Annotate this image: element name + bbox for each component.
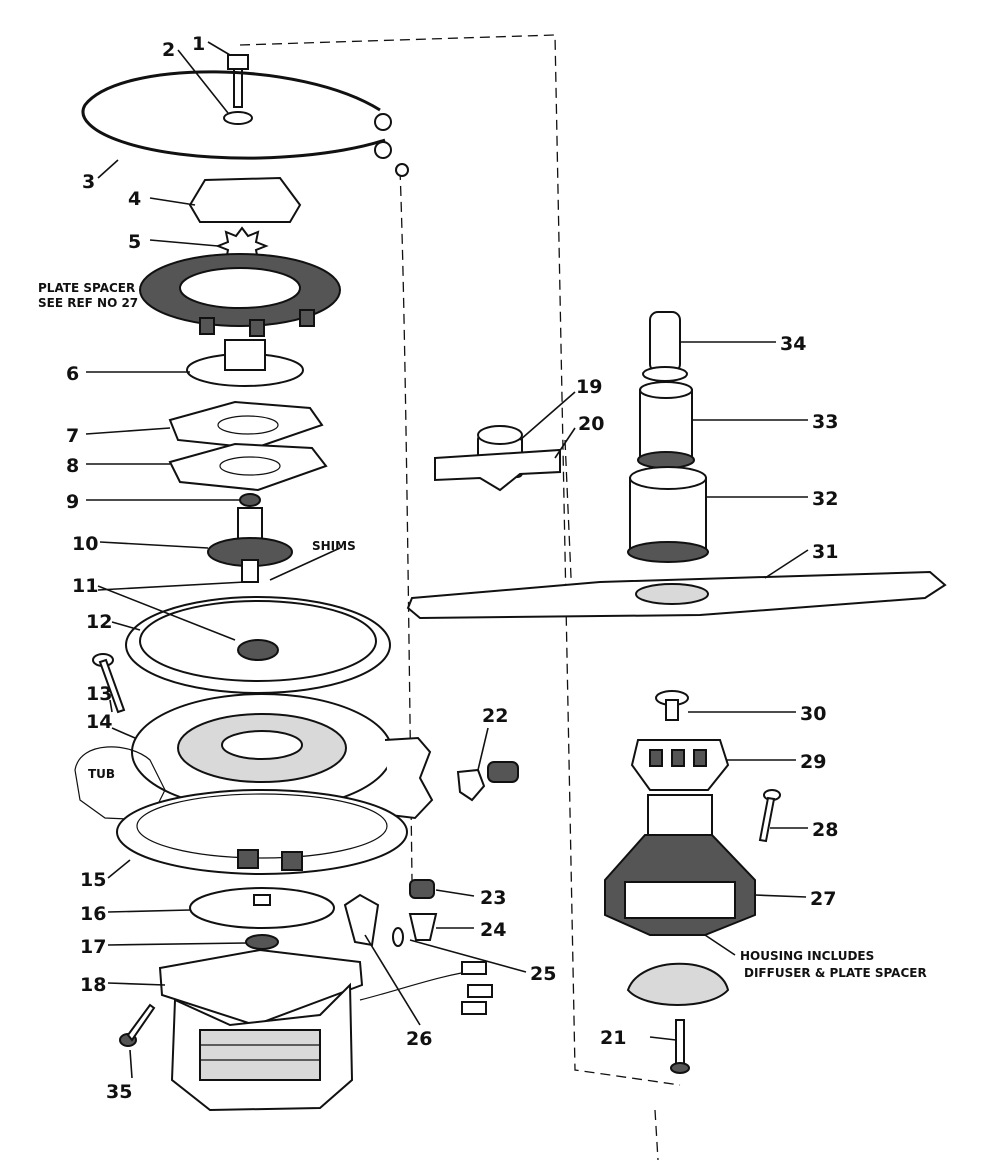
part-seal-9	[239, 493, 261, 507]
label-9: 9	[66, 491, 79, 513]
part-spray-arm-31	[406, 570, 947, 620]
label-6: 6	[66, 363, 79, 385]
label-27: 27	[810, 888, 836, 910]
label-21: 21	[600, 1027, 626, 1049]
part-tube-34	[642, 311, 688, 382]
part-screw-21	[670, 1019, 690, 1074]
part-shaft-seal-17	[245, 934, 279, 950]
label-4: 4	[128, 188, 141, 210]
part-clip-22	[456, 761, 519, 802]
label-20: 20	[578, 413, 604, 435]
label-16: 16	[80, 903, 106, 925]
part-grommet-23	[409, 879, 435, 899]
part-labels: 1 2 3 4 5 6 7 8 9 10 11 12 13 14 15 16 1…	[66, 33, 838, 1103]
note-tub: TUB	[88, 767, 115, 781]
label-24: 24	[480, 919, 506, 941]
part-motor-18	[158, 948, 364, 1112]
label-32: 32	[812, 488, 838, 510]
part-bracket-26	[343, 893, 380, 947]
label-31: 31	[812, 541, 838, 563]
part-cover-4	[188, 176, 302, 223]
label-17: 17	[80, 936, 106, 958]
label-8: 8	[66, 455, 79, 477]
part-cylinder-32	[627, 466, 709, 563]
label-29: 29	[800, 751, 826, 773]
label-28: 28	[812, 819, 838, 841]
label-34: 34	[780, 333, 806, 355]
note-plate-spacer-line2: SEE REF NO 27	[38, 296, 138, 310]
note-housing-line2: DIFFUSER & PLATE SPACER	[744, 966, 927, 980]
label-35: 35	[106, 1081, 132, 1103]
note-housing-line1: HOUSING INCLUDES	[740, 949, 874, 963]
label-1: 1	[192, 33, 205, 55]
label-2: 2	[162, 39, 175, 61]
label-15: 15	[80, 869, 106, 891]
part-bar-20	[434, 448, 561, 492]
label-14: 14	[86, 711, 112, 733]
part-wire-harness-3	[81, 70, 409, 177]
part-plug-24	[408, 913, 438, 941]
label-13: 13	[86, 683, 112, 705]
annotation-notes: PLATE SPACER SEE REF NO 27 SHIMS TUB HOU…	[38, 281, 927, 980]
part-bolt-1	[227, 54, 249, 108]
label-30: 30	[800, 703, 826, 725]
label-33: 33	[812, 411, 838, 433]
part-wire-terminals-25	[359, 927, 493, 1015]
part-screw-13	[92, 653, 126, 714]
label-3: 3	[82, 171, 95, 193]
leader-lines	[85, 41, 809, 1079]
label-23: 23	[480, 887, 506, 909]
part-washer-2	[223, 111, 253, 125]
part-plate-16	[189, 887, 335, 929]
part-seal-housing-6	[186, 339, 304, 387]
part-mounting-ring-15	[116, 789, 408, 875]
part-gasket-8	[168, 442, 328, 492]
label-19: 19	[576, 376, 602, 398]
note-plate-spacer-line1: PLATE SPACER	[38, 281, 135, 295]
label-22: 22	[482, 705, 508, 727]
label-7: 7	[66, 425, 79, 447]
part-screw-cap-30	[655, 690, 689, 721]
part-diffuser	[626, 962, 730, 1006]
part-impeller-10	[207, 507, 293, 583]
part-upper-housing-29	[630, 739, 730, 791]
note-shims: SHIMS	[312, 539, 356, 553]
label-11: 11	[72, 575, 98, 597]
label-25: 25	[530, 963, 556, 985]
label-12: 12	[86, 611, 112, 633]
part-plate-spacer	[139, 253, 341, 337]
label-18: 18	[80, 974, 106, 996]
part-gasket-7	[168, 400, 324, 450]
part-sleeve-33	[637, 381, 695, 469]
label-5: 5	[128, 231, 141, 253]
part-screw-28	[758, 789, 781, 843]
label-26: 26	[406, 1028, 432, 1050]
part-screw-35	[119, 1003, 156, 1047]
part-pump-ring-12	[125, 596, 391, 694]
part-housing-27	[604, 794, 756, 936]
label-10: 10	[72, 533, 98, 555]
